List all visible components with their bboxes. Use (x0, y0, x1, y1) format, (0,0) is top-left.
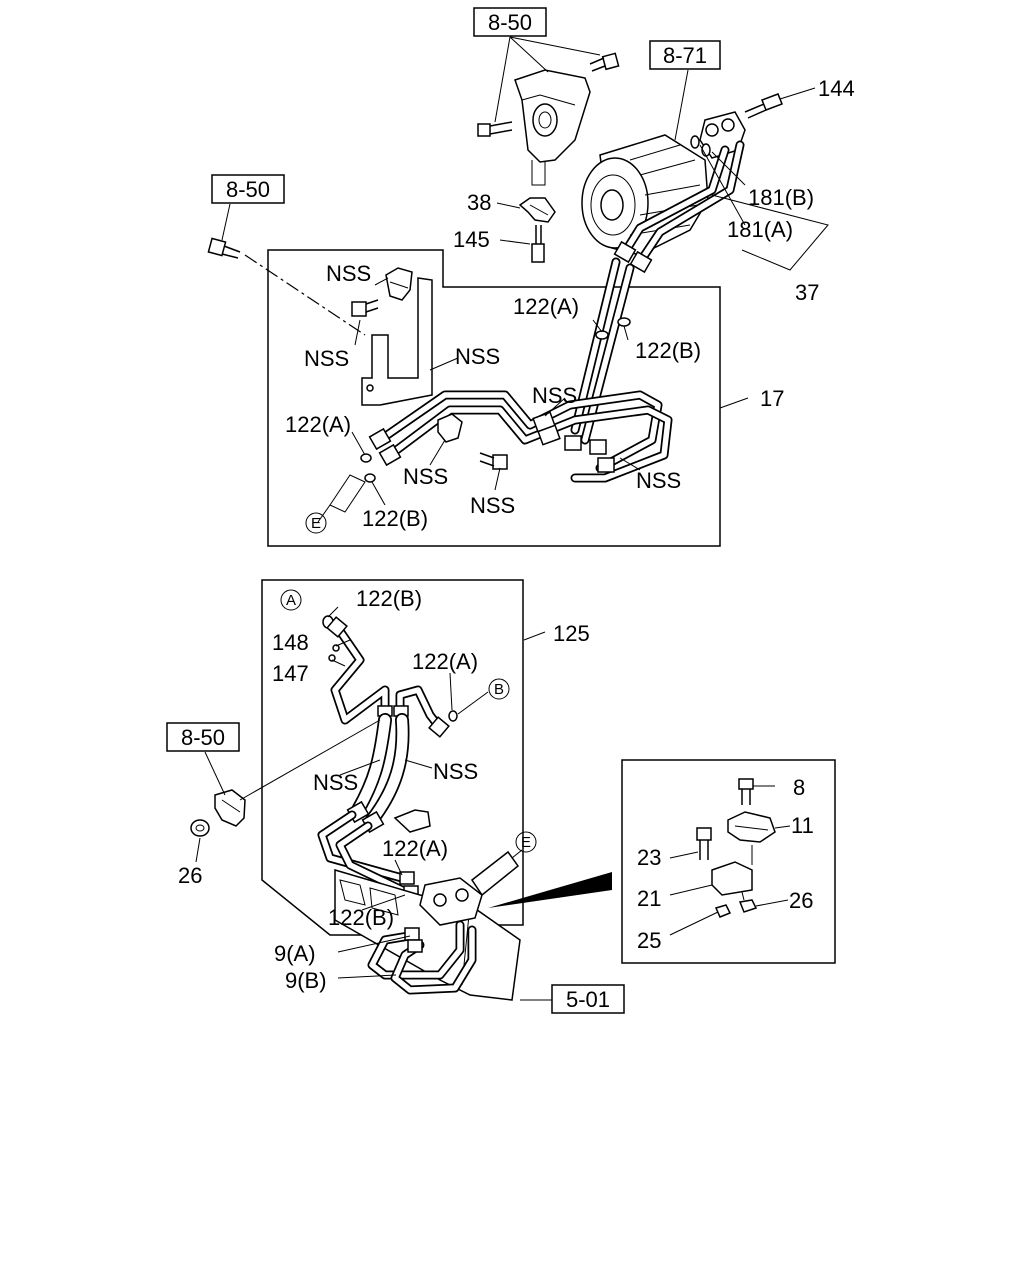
label-26-detail: 26 (789, 888, 813, 913)
svg-text:B: B (494, 681, 504, 698)
bracket-bolt-left (477, 121, 513, 137)
svg-text:8-71: 8-71 (663, 43, 707, 68)
bolt-23 (696, 827, 712, 860)
label-122b-1: 122(B) (635, 338, 701, 363)
engine-fitting (419, 877, 483, 926)
nut-26-detail (738, 899, 758, 913)
bolt-145 (531, 225, 545, 263)
circle-a: A (280, 589, 302, 611)
nut-26-left (190, 819, 210, 837)
ref-box-8-71: 8-71 (649, 40, 721, 70)
label-125: 125 (553, 621, 590, 646)
label-nss-4: NSS (532, 383, 577, 408)
ref-box-8-50-top: 8-50 (473, 7, 547, 37)
circle-e-mid: E (515, 831, 537, 853)
ref-box-8-50-mid: 8-50 (166, 722, 240, 752)
svg-text:E: E (521, 834, 531, 851)
clip-top-nss (385, 267, 413, 301)
bracket-plate (361, 277, 433, 406)
label-nss-8: NSS (313, 770, 358, 795)
label-122b-4: 122(B) (328, 905, 394, 930)
bolt-nss-mid (479, 452, 508, 470)
label-nss-3: NSS (455, 344, 500, 369)
svg-text:8-50: 8-50 (226, 177, 270, 202)
oring-181a (690, 135, 700, 149)
svg-text:A: A (286, 592, 296, 609)
clamp-11 (727, 811, 776, 843)
clip-left-8-50 (214, 789, 246, 827)
label-nss-2: NSS (304, 346, 349, 371)
label-25: 25 (637, 928, 661, 953)
compressor-bracket (514, 69, 591, 186)
ref-box-8-50-left: 8-50 (211, 174, 285, 204)
label-nss-7: NSS (636, 468, 681, 493)
label-122a-4: 122(A) (382, 836, 448, 861)
oring-122a-upper (595, 330, 609, 340)
bolt-8 (738, 778, 754, 805)
label-122a-2: 122(A) (285, 412, 351, 437)
label-122b-2: 122(B) (362, 506, 428, 531)
detail-wedge (488, 872, 612, 908)
label-17: 17 (760, 386, 784, 411)
label-11: 11 (791, 813, 814, 838)
ac-compressor (581, 134, 709, 256)
label-144: 144 (818, 76, 855, 101)
bracket-bolt-right (589, 52, 620, 72)
label-nss-6: NSS (470, 493, 515, 518)
label-23: 23 (637, 845, 661, 870)
label-181b: 181(B) (748, 185, 814, 210)
compressor-fitting-block (699, 111, 746, 159)
svg-text:E: E (311, 515, 321, 532)
ref-box-5-01: 5-01 (551, 984, 625, 1014)
circle-b: B (488, 678, 510, 700)
label-nss-9: NSS (433, 759, 478, 784)
assembly-17-boundary (267, 249, 721, 547)
bracket-21 (711, 861, 753, 896)
nut-25 (714, 904, 732, 918)
oring-122a-lower (360, 453, 372, 463)
label-122b-3: 122(B) (356, 586, 422, 611)
label-38: 38 (467, 190, 491, 215)
bolt-144 (744, 93, 783, 119)
label-9a: 9(A) (274, 941, 316, 966)
clip-mid-nss (437, 413, 463, 443)
svg-text:8-50: 8-50 (488, 10, 532, 35)
label-8: 8 (793, 775, 805, 800)
label-37: 37 (795, 280, 819, 305)
svg-text:5-01: 5-01 (566, 987, 610, 1012)
clip-125 (393, 809, 431, 833)
clip-38 (518, 197, 556, 223)
label-181a: 181(A) (727, 217, 793, 242)
circle-e-top: E (305, 512, 327, 534)
oring-122b-upper (617, 317, 631, 327)
label-145: 145 (453, 227, 490, 252)
label-122a-1: 122(A) (513, 294, 579, 319)
oring-122a-b (448, 710, 458, 722)
oring-122b-lower (364, 473, 376, 483)
label-122a-3: 122(A) (412, 649, 478, 674)
label-21: 21 (637, 886, 661, 911)
bolt-top-left (207, 237, 241, 259)
svg-text:8-50: 8-50 (181, 725, 225, 750)
detail-box (621, 759, 836, 964)
label-9b: 9(B) (285, 968, 327, 993)
label-26-left: 26 (178, 863, 202, 888)
label-147: 147 (272, 661, 309, 686)
label-nss-5: NSS (403, 464, 448, 489)
label-nss-1: NSS (326, 261, 371, 286)
label-148: 148 (272, 630, 309, 655)
bolt-nss-left (351, 299, 379, 317)
